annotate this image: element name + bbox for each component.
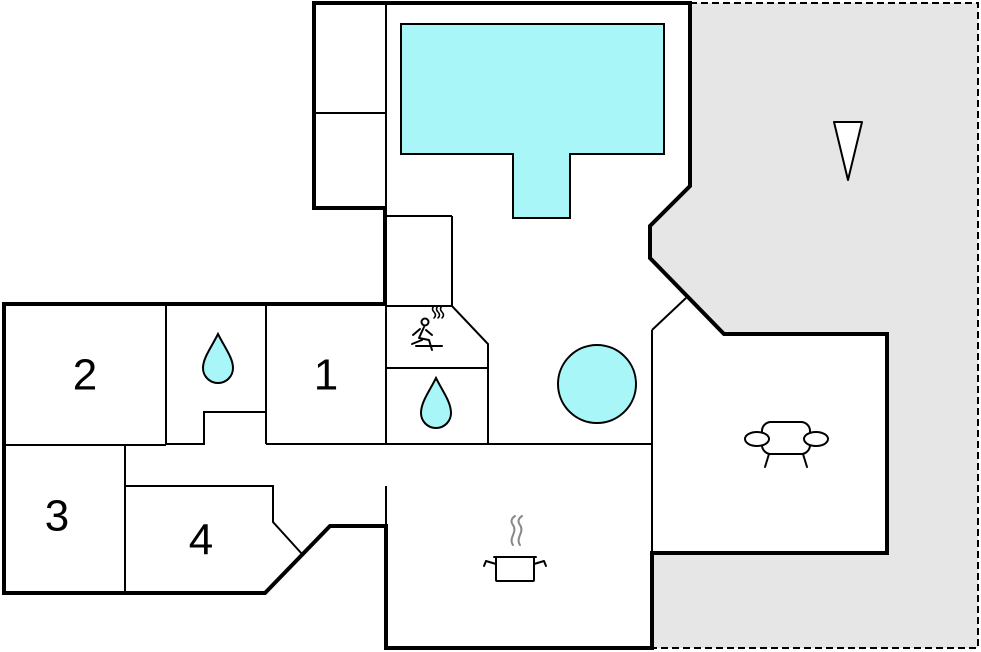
cooking-pot-icon (483, 515, 547, 582)
sauna-icon (411, 305, 445, 351)
bathroom-drop-icon (419, 375, 453, 429)
swimming-pool (400, 23, 665, 219)
north-arrow-icon (833, 121, 863, 181)
bathroom-drop-icon (201, 331, 235, 384)
whirlpool (557, 344, 637, 424)
room-number-3: 3 (45, 492, 69, 541)
room-number-4: 4 (189, 516, 213, 565)
room-number-1: 1 (314, 351, 338, 400)
room-number-2: 2 (73, 351, 97, 400)
interior-walls (4, 3, 687, 593)
exterior-walls (2, 1, 889, 650)
sofa-icon (744, 421, 829, 468)
